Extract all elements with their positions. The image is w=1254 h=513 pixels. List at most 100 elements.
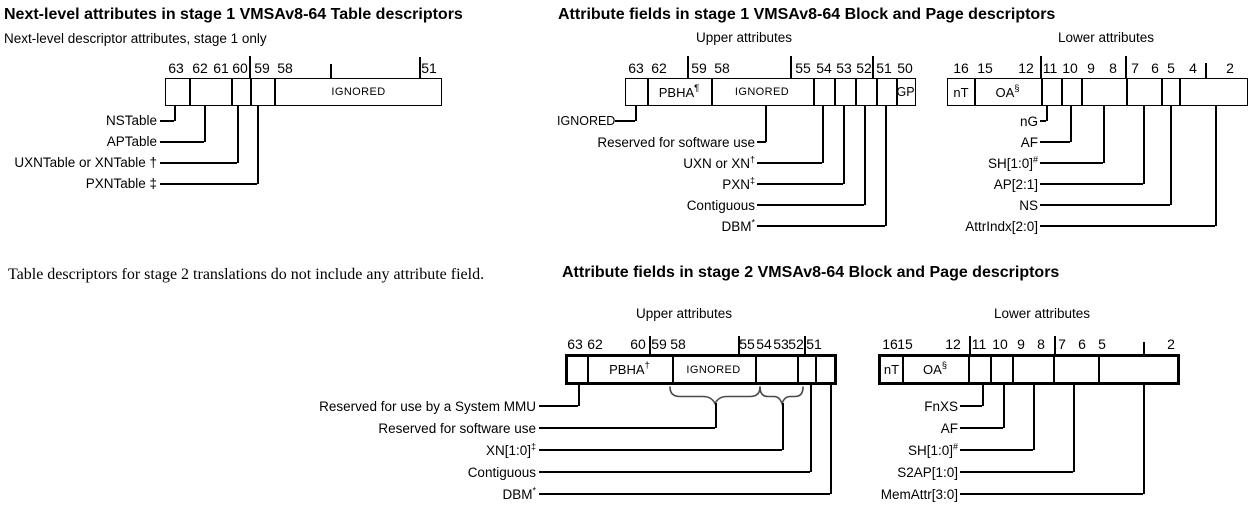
- cell-divider: [813, 79, 815, 105]
- callout-pxntable: PXNTable ‡: [85, 176, 157, 191]
- cell-divider: [1081, 79, 1083, 105]
- callout-contiguous: Contiguous: [467, 465, 536, 480]
- callout-reserved-software: Reserved for software use: [597, 135, 755, 150]
- d2-bit-59: 59: [691, 60, 707, 76]
- d1-bit-63: 63: [168, 60, 184, 76]
- callout-ns: NS: [1019, 198, 1038, 213]
- xn-footnote-mark: ‡: [530, 441, 536, 452]
- field-cell-ignored: IGNORED: [331, 86, 386, 98]
- pbha-label: PBHA: [609, 362, 645, 377]
- connector-line: [960, 405, 982, 407]
- cell-divider: [711, 79, 713, 105]
- d3-upper-box: PBHA† IGNORED: [565, 354, 837, 385]
- callout-uxntable: UXNTable or XNTable †: [14, 155, 157, 170]
- connector-line: [757, 225, 885, 227]
- callout-contiguous: Contiguous: [686, 198, 755, 213]
- cell-divider: [815, 357, 817, 382]
- dbm-footnote-mark: *: [751, 217, 755, 228]
- callout-ignored: IGNORED: [557, 114, 616, 128]
- connector-line: [1040, 162, 1103, 164]
- connector-line: [160, 183, 257, 185]
- cell-divider: [797, 357, 799, 382]
- connector-line: [1103, 106, 1105, 163]
- cell-divider: [1053, 357, 1055, 382]
- connector-line: [635, 106, 637, 121]
- d3-bit-16: 16: [882, 336, 898, 352]
- callout-xn: XN[1:0]‡: [316, 441, 536, 458]
- cell-divider: [1161, 79, 1163, 105]
- cell-divider: [231, 79, 233, 105]
- connector-line: [160, 162, 237, 164]
- bit-tick: [738, 336, 740, 354]
- connector-line: [160, 141, 204, 143]
- bit-tick: [804, 336, 806, 354]
- d3-bit-11: 11: [971, 336, 987, 352]
- connector-line: [1046, 106, 1048, 121]
- cell-divider: [587, 357, 589, 382]
- connector-line: [1033, 385, 1035, 450]
- callout-nstable: NSTable: [105, 113, 157, 128]
- field-cell-nt: nT: [883, 362, 900, 377]
- d2-bit-7: 7: [1131, 60, 1139, 76]
- d2-bit-5: 5: [1167, 60, 1175, 76]
- connector-line: [1040, 183, 1143, 185]
- connector-line: [830, 385, 832, 494]
- field-cell-oa: OA§: [974, 79, 1041, 105]
- dbm-label: DBM: [502, 487, 533, 502]
- field-cell-ignored: IGNORED: [686, 363, 741, 376]
- connector-line: [204, 106, 206, 142]
- field-cell-oa: OA§: [902, 357, 968, 382]
- d2-lower-box: nT OA§: [947, 78, 1248, 106]
- cell-divider: [876, 79, 878, 105]
- d3-lower-box: nT OA§: [878, 354, 1180, 385]
- cell-divider: [755, 357, 757, 382]
- bit-tick: [969, 336, 971, 354]
- cell-divider: [672, 357, 674, 382]
- cell-divider: [896, 79, 898, 105]
- field-cell-pbha: PBHA†: [587, 357, 672, 382]
- sh-label: SH[1:0]: [987, 156, 1033, 171]
- d2-bit-51: 51: [876, 60, 892, 76]
- pbha-footnote-mark: ¶: [694, 82, 700, 94]
- field-cell-pbha: PBHA¶: [647, 79, 711, 105]
- d3-bit-54: 54: [756, 336, 772, 352]
- d2-bit-54: 54: [816, 60, 832, 76]
- connector-line: [757, 162, 822, 164]
- d1-bit-60: 60: [232, 60, 248, 76]
- connector-line: [1170, 106, 1172, 205]
- pxn-label: PXN: [722, 177, 750, 192]
- d2-bit-52: 52: [856, 60, 872, 76]
- d2-bit-62: 62: [651, 60, 667, 76]
- cell-divider: [1041, 79, 1043, 105]
- underbrace-reserved-software: [669, 386, 761, 406]
- callout-memattr: MemAttr[3:0]: [880, 487, 958, 502]
- d3-upper-heading: Upper attributes: [635, 306, 733, 321]
- stage2-table-note: Table descriptors for stage 2 translatio…: [8, 266, 485, 283]
- d2-upper-heading: Upper attributes: [695, 30, 793, 45]
- d2-bit-15: 15: [977, 60, 993, 76]
- connector-line: [1040, 141, 1070, 143]
- bit-tick: [1143, 342, 1145, 354]
- connector-line: [237, 106, 239, 163]
- connector-line: [960, 471, 1073, 473]
- dbm-label: DBM: [721, 219, 752, 234]
- d3-bit-53: 53: [773, 336, 789, 352]
- d2-bit-50: 50: [897, 60, 913, 76]
- d3-bit-5: 5: [1098, 336, 1106, 352]
- connector-line: [757, 141, 766, 143]
- oa-footnote-mark: §: [1014, 82, 1020, 94]
- callout-ap: AP[2:1]: [993, 177, 1038, 192]
- callout-attrindx: AttrIndx[2:0]: [965, 219, 1038, 234]
- d2-bit-58: 58: [714, 60, 730, 76]
- callout-uxn: UXN or XN†: [535, 155, 755, 171]
- cell-divider: [274, 79, 276, 105]
- d2-bit-10: 10: [1062, 60, 1078, 76]
- d3-bit-55: 55: [739, 336, 755, 352]
- d2-lower-heading: Lower attributes: [1057, 30, 1155, 45]
- connector-line: [715, 403, 717, 428]
- d2-bit-53: 53: [836, 60, 852, 76]
- connector-line: [822, 106, 824, 163]
- d2-bit-16: 16: [953, 60, 969, 76]
- d2-upper-box: PBHA¶ IGNORED GP: [625, 78, 916, 106]
- cell-divider: [1179, 79, 1181, 105]
